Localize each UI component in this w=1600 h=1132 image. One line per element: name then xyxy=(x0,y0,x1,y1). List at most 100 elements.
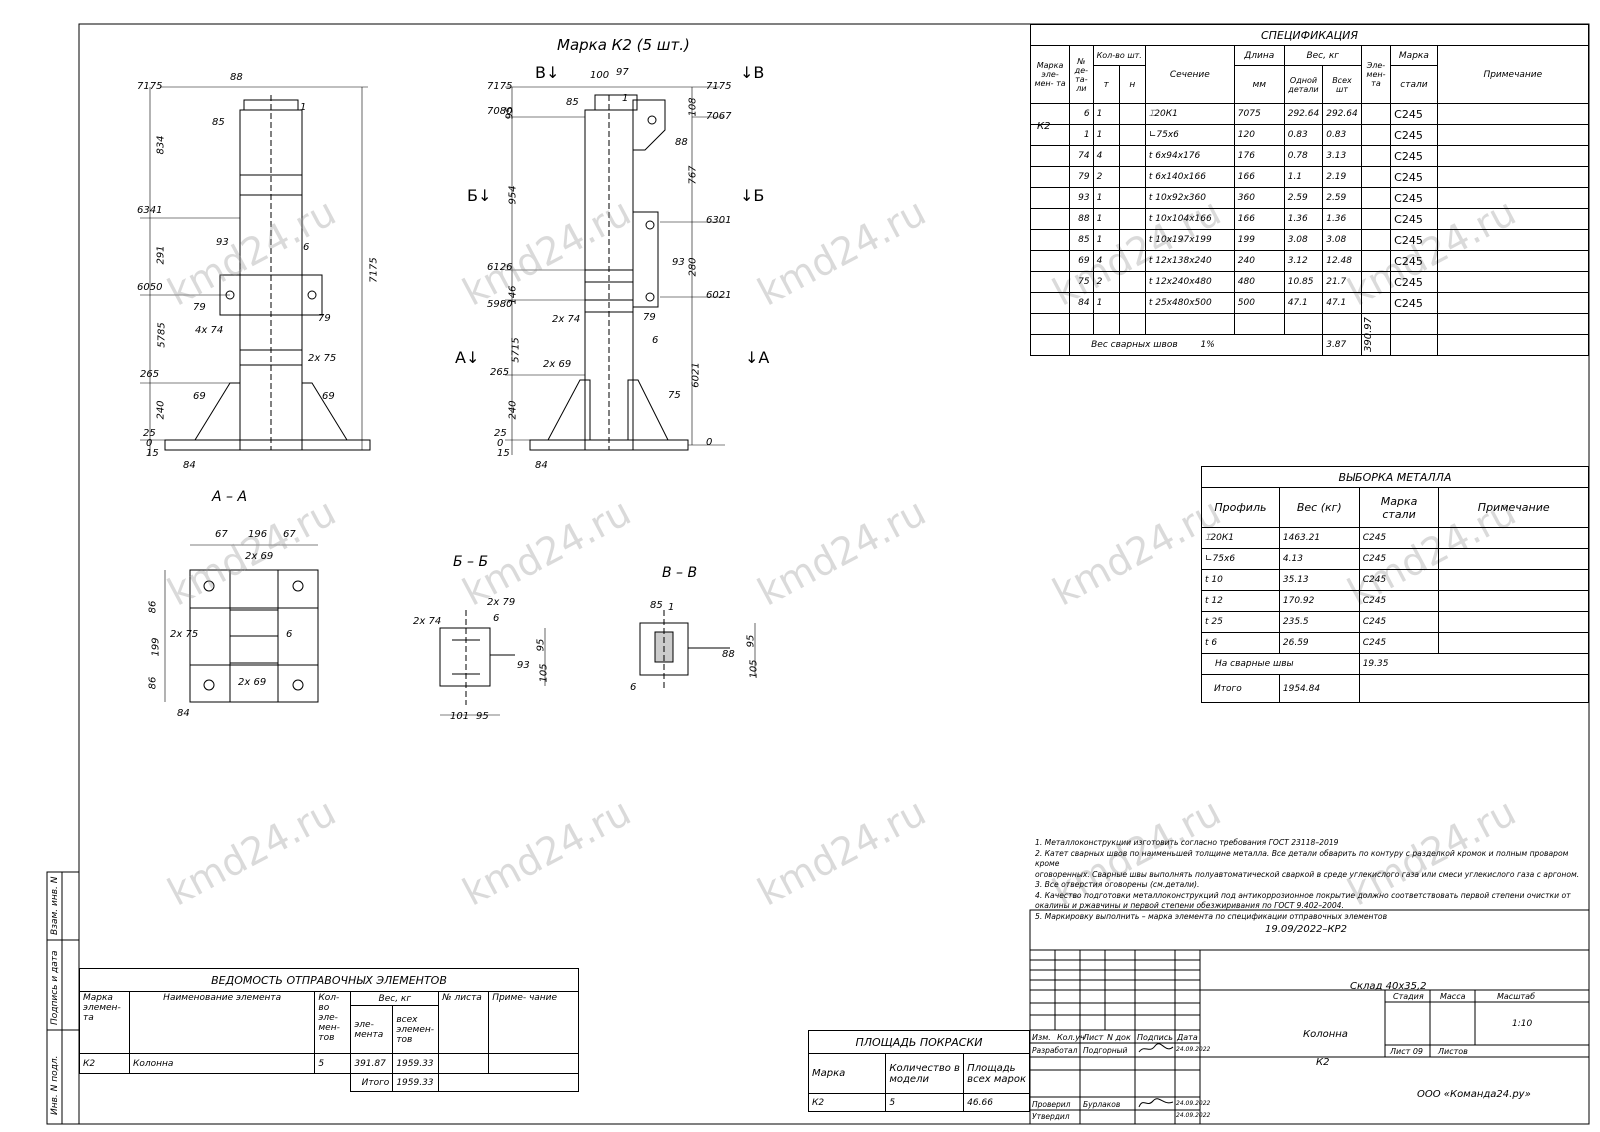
spec-cell-num: 88 xyxy=(1069,208,1094,230)
signature xyxy=(1138,1043,1174,1053)
metal-cell-note xyxy=(1438,632,1589,654)
spec-cell-steel: С245 xyxy=(1390,271,1438,293)
part-label: 75 xyxy=(668,390,681,401)
spec-cell-section: t 6х140х166 xyxy=(1144,166,1235,188)
metal-total-value: 1954.84 xyxy=(1278,674,1360,703)
spec-cell-weight-element xyxy=(1360,292,1392,314)
spec-header-steel: Марка xyxy=(1390,45,1438,66)
spec-cell-weight-one: 0.78 xyxy=(1283,145,1324,167)
spec-cell-steel: С245 xyxy=(1390,145,1438,167)
side-stamp xyxy=(46,871,80,1125)
metal-header-profile: Профиль xyxy=(1201,487,1280,528)
metal-cell-steel: С245 xyxy=(1358,527,1440,549)
part-label: 1 xyxy=(622,93,629,104)
dim-label: 67 xyxy=(283,529,296,540)
stamp-name: Колонна xyxy=(1303,1029,1348,1040)
metal-cell-note xyxy=(1438,611,1589,633)
stamp-scale: 1:10 xyxy=(1512,1019,1533,1029)
metal-cell-weight: 1463.21 xyxy=(1278,527,1360,549)
spec-cell-steel: С245 xyxy=(1390,229,1438,251)
metal-weld-value: 19.35 xyxy=(1359,653,1590,675)
spec-weld-value: 3.87 xyxy=(1322,334,1362,356)
dim-label: 108 xyxy=(687,97,699,117)
note-line: 5. Маркировку выполнить – марка элемента… xyxy=(1035,911,1388,921)
spec-cell-length: 176 xyxy=(1233,145,1285,167)
spec-cell-qty-t: 2 xyxy=(1092,271,1120,293)
part-label: 79 xyxy=(318,313,331,324)
spec-weld-row: Вес сварных швов 1% xyxy=(1069,334,1324,356)
note-line: окалины и ржавчины и первой степени обез… xyxy=(1035,901,1344,910)
stamp-person: Подгорный xyxy=(1083,1046,1128,1055)
shipping-row-weight-all: 1959.33 xyxy=(392,1053,440,1074)
stamp-mass: Масса xyxy=(1440,992,1466,1001)
spec-cell-steel: С245 xyxy=(1390,124,1438,146)
spec-cell-qty-t: 1 xyxy=(1092,292,1120,314)
metal-cell-steel: С245 xyxy=(1358,548,1440,570)
stamp-date: 24.09.2022 xyxy=(1176,1100,1211,1107)
paint-row-area: 46.66 xyxy=(963,1093,1030,1112)
note-line: 1. Металлоконструкции изготовить согласн… xyxy=(1035,838,1339,847)
shipping-row-mark: К2 xyxy=(79,1053,130,1074)
spec-cell-weight-one: 292.64 xyxy=(1283,103,1324,125)
section-aa-graphic xyxy=(164,544,319,703)
spec-cell-note xyxy=(1436,103,1590,125)
spec-cell-weight-all: 12.48 xyxy=(1322,250,1362,272)
spec-cell-length: 240 xyxy=(1233,250,1285,272)
part-label: 2х 75 xyxy=(308,353,337,364)
part-label: 4х 74 xyxy=(195,325,224,336)
part-label: 85 xyxy=(212,117,225,128)
spec-cell-num: 74 xyxy=(1069,145,1094,167)
section-bb-title: Б – Б xyxy=(453,554,489,570)
level-label: 7175 xyxy=(706,81,732,92)
level-label: 5980 xyxy=(487,299,513,310)
spec-cell-steel: С245 xyxy=(1390,103,1438,125)
metal-cell-note xyxy=(1438,548,1589,570)
spec-header-weight-element: Эле- мен- та xyxy=(1360,45,1392,104)
spec-cell-weight-all: 3.13 xyxy=(1322,145,1362,167)
part-label: 79 xyxy=(193,302,206,313)
dim-label: 291 xyxy=(155,245,167,265)
spec-cell-length: 199 xyxy=(1233,229,1285,251)
spec-header-weight: Вес, кг xyxy=(1283,45,1362,66)
stamp-col-header: Подпись xyxy=(1137,1033,1173,1042)
spec-header-section: Сечение xyxy=(1144,45,1235,104)
metal-cell-steel: С245 xyxy=(1358,569,1440,591)
part-label: 6 xyxy=(286,629,293,640)
stamp-mark: К2 xyxy=(1316,1057,1330,1068)
dim-label: 7175 xyxy=(368,257,380,283)
spec-header-qty-n: н xyxy=(1118,65,1146,104)
stamp-sheet: Лист 09 xyxy=(1390,1047,1423,1056)
dim-label: 146 xyxy=(507,285,519,305)
spec-cell-mark xyxy=(1029,292,1071,314)
metal-cell-weight: 26.59 xyxy=(1278,632,1360,654)
paint-title: ПЛОЩАДЬ ПОКРАСКИ xyxy=(808,1030,1030,1054)
spec-cell-num: 1 xyxy=(1069,124,1094,146)
spec-header-length-unit: мм xyxy=(1233,65,1285,104)
stamp-date: 24.09.2022 xyxy=(1176,1112,1211,1119)
note-line: 4. Качество подготовки металлоконструкци… xyxy=(1035,890,1571,900)
level-label: 6341 xyxy=(137,205,163,216)
shipping-total-value: 1959.33 xyxy=(392,1073,440,1092)
title-block xyxy=(1029,909,1590,1125)
spec-element-weight: 390.97 xyxy=(1363,317,1374,352)
metal-cell-weight: 4.13 xyxy=(1278,548,1360,570)
spec-cell-weight-all: 3.08 xyxy=(1322,229,1362,251)
section-vv-graphic xyxy=(639,610,756,690)
shipping-header-name: Наименование элемента xyxy=(128,991,316,1054)
level-label: 7175 xyxy=(137,81,163,92)
spec-header-note: Примечание xyxy=(1436,45,1590,104)
level-label: 15 xyxy=(497,448,510,459)
section-aa-title: А – А xyxy=(212,489,248,505)
shipping-header-qty: Кол-во эле- мен- тов xyxy=(314,991,352,1054)
metal-total-label: Итого xyxy=(1201,674,1280,703)
spec-cell-weight-element xyxy=(1360,271,1392,293)
shipping-header-weight-all: всех элемен- тов xyxy=(392,1005,440,1054)
spec-cell-qty-n xyxy=(1118,124,1146,146)
shipping-header-weight: Вес, кг xyxy=(350,991,440,1006)
part-label: 84 xyxy=(183,460,196,471)
